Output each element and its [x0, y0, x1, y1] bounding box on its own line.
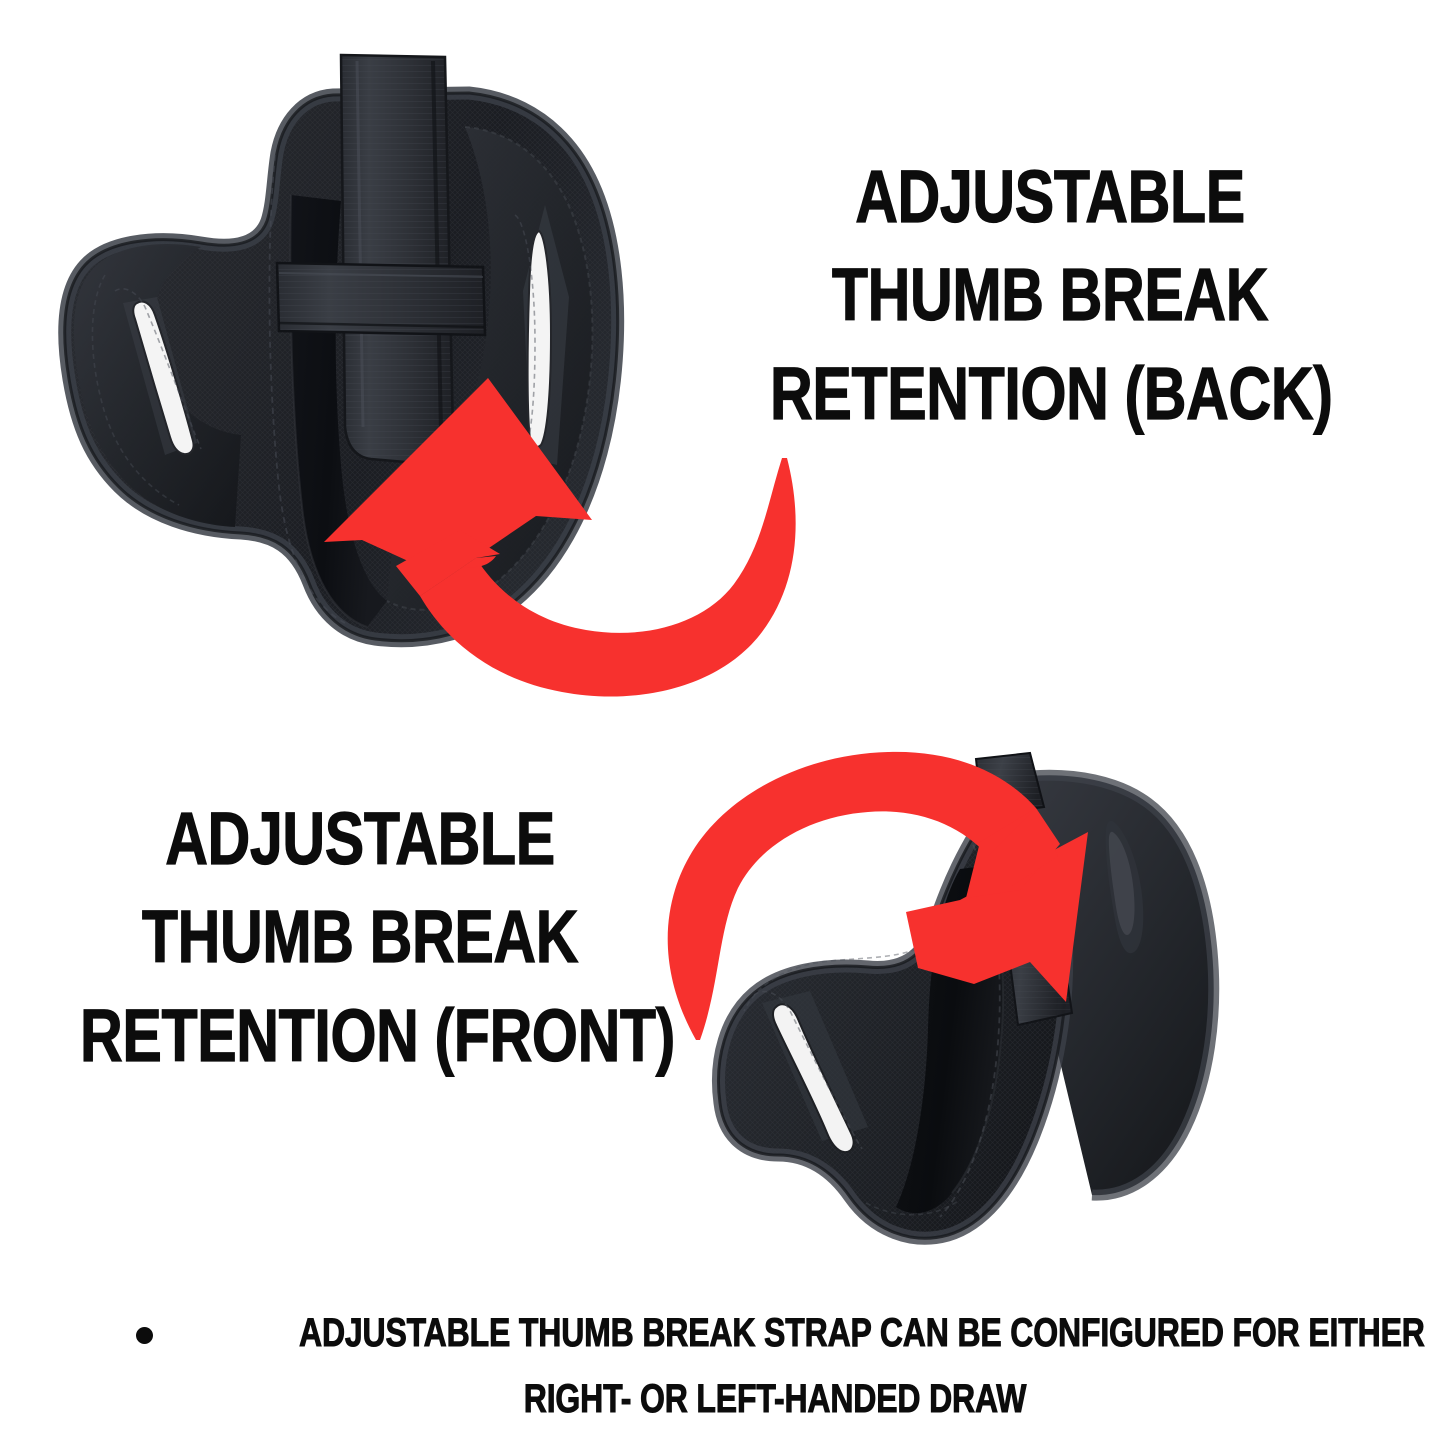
- callout-front-line3: RETENTION (FRONT): [80, 993, 676, 1077]
- product-image-holster-back: [45, 35, 670, 665]
- callout-front-label: ADJUSTABLE THUMB BREAK RETENTION (FRONT): [10, 790, 710, 1085]
- callout-back-label: ADJUSTABLE THUMB BREAK RETENTION (BACK): [700, 148, 1400, 443]
- bullet-note-text: ADJUSTABLE THUMB BREAK STRAP CAN BE CONF…: [180, 1300, 1426, 1432]
- product-image-holster-front: [700, 745, 1275, 1255]
- callout-front-line2: THUMB BREAK: [141, 895, 579, 979]
- bullet-note: ADJUSTABLE THUMB BREAK STRAP CAN BE CONF…: [120, 1300, 1426, 1432]
- callout-back-line1: ADJUSTABLE: [855, 154, 1246, 238]
- callout-back-line2: THUMB BREAK: [831, 253, 1269, 337]
- callout-back-line3: RETENTION (BACK): [770, 351, 1334, 435]
- bullet-note-line1: ADJUSTABLE THUMB BREAK STRAP CAN BE CONF…: [299, 1311, 1426, 1356]
- bullet-dot-icon: [136, 1327, 153, 1344]
- callout-front-line1: ADJUSTABLE: [165, 796, 556, 880]
- bullet-note-line2: RIGHT- OR LEFT-HANDED DRAW: [523, 1377, 1027, 1422]
